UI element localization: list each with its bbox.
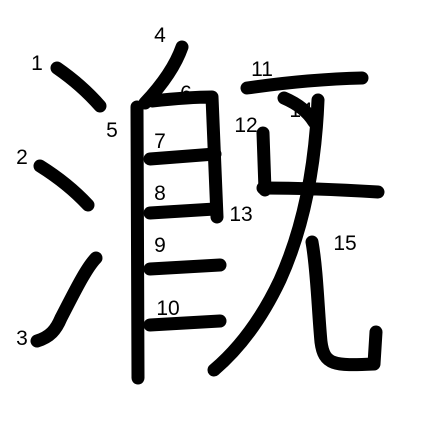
stroke-number-13: 13	[229, 203, 252, 226]
stroke-9	[143, 258, 227, 276]
stroke-number-1: 1	[31, 52, 43, 75]
stroke-number-15: 15	[333, 232, 356, 255]
stroke-number-labels: 1 2 3 4 5 6 7 8 9 10 11 12 13 14 15	[16, 24, 357, 350]
strokes-group	[30, 40, 385, 385]
stroke-8	[143, 202, 222, 220]
stroke-2	[33, 159, 95, 212]
stroke-15	[305, 235, 383, 372]
stroke-11	[240, 71, 369, 95]
stroke-10	[143, 314, 227, 332]
stroke-6	[145, 90, 224, 224]
stroke-number-3: 3	[16, 327, 28, 350]
stroke-5	[130, 100, 145, 385]
stroke-7	[143, 147, 222, 166]
stroke-number-10: 10	[156, 297, 179, 320]
stroke-number-2: 2	[16, 146, 28, 169]
stroke-number-14: 14	[289, 99, 313, 122]
stroke-number-5: 5	[106, 119, 118, 142]
stroke-number-6: 6	[180, 82, 192, 105]
stroke-number-7: 7	[154, 130, 166, 153]
stroke-number-11: 11	[251, 58, 273, 81]
stroke-13	[207, 93, 385, 377]
stroke-3	[30, 251, 103, 348]
stroke-12	[256, 126, 272, 197]
stroke-number-12: 12	[234, 114, 257, 137]
stroke-1	[50, 61, 107, 113]
stroke-number-4: 4	[154, 24, 166, 47]
stroke-number-8: 8	[154, 182, 166, 205]
stroke-14	[277, 91, 321, 129]
stroke-number-9: 9	[154, 234, 166, 257]
